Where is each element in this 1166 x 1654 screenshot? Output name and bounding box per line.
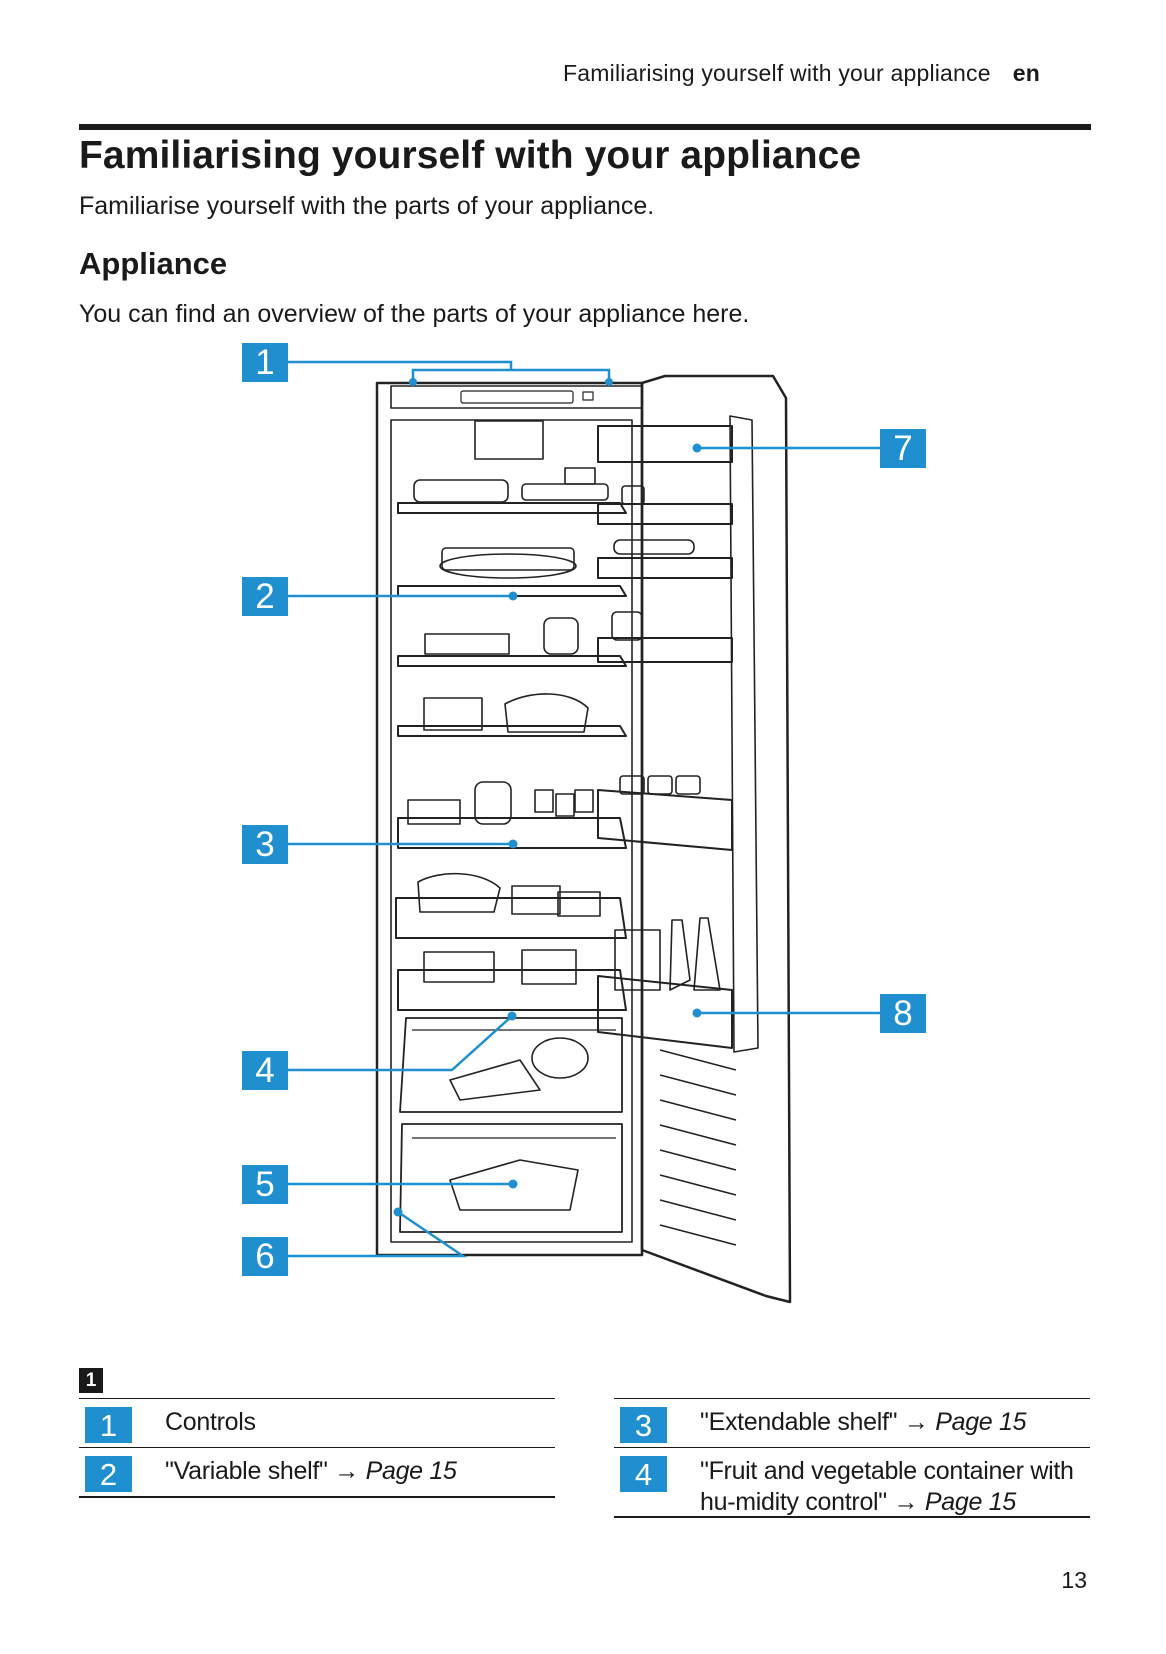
arrow-glyph: → [894,1488,919,1516]
legend-marker: 1 [79,1368,103,1393]
part-number: 4 [620,1456,667,1492]
page-reference[interactable]: Page 15 [935,1408,1026,1436]
callout-badge-1: 1 [242,343,288,382]
callout-badge-4: 4 [242,1051,288,1090]
table-row: 4 "Fruit and vegetable container with hu… [614,1447,1090,1518]
page-reference[interactable]: Page 15 [925,1488,1016,1516]
part-number: 2 [85,1456,132,1492]
callout-badge-3: 3 [242,825,288,864]
part-label: "Fruit and vegetable container with hu-m… [700,1448,1090,1518]
parts-table-right: 3 "Extendable shelf" → Page 15 4 "Fruit … [614,1398,1090,1518]
callout-badge-5: 5 [242,1165,288,1204]
table-row: 1 Controls [79,1398,555,1447]
table-row: 3 "Extendable shelf" → Page 15 [614,1398,1090,1447]
callout-badge-2: 2 [242,577,288,616]
table-row: 2 "Variable shelf" → Page 15 [79,1447,555,1498]
arrow-glyph: → [334,1457,359,1485]
arrow-glyph: → [904,1408,929,1436]
part-label: "Extendable shelf" → Page 15 [700,1399,1090,1438]
parts-table-left: 1 Controls 2 "Variable shelf" → Page 15 [79,1398,555,1498]
page-number: 13 [1061,1567,1087,1594]
part-number: 1 [85,1407,132,1443]
part-label: "Variable shelf" → Page 15 [165,1448,555,1487]
callout-badge-8: 8 [880,994,926,1033]
part-label: Controls [165,1399,555,1438]
callout-badge-7: 7 [880,429,926,468]
callout-badge-6: 6 [242,1237,288,1276]
part-number: 3 [620,1407,667,1443]
page-reference[interactable]: Page 15 [366,1457,457,1485]
